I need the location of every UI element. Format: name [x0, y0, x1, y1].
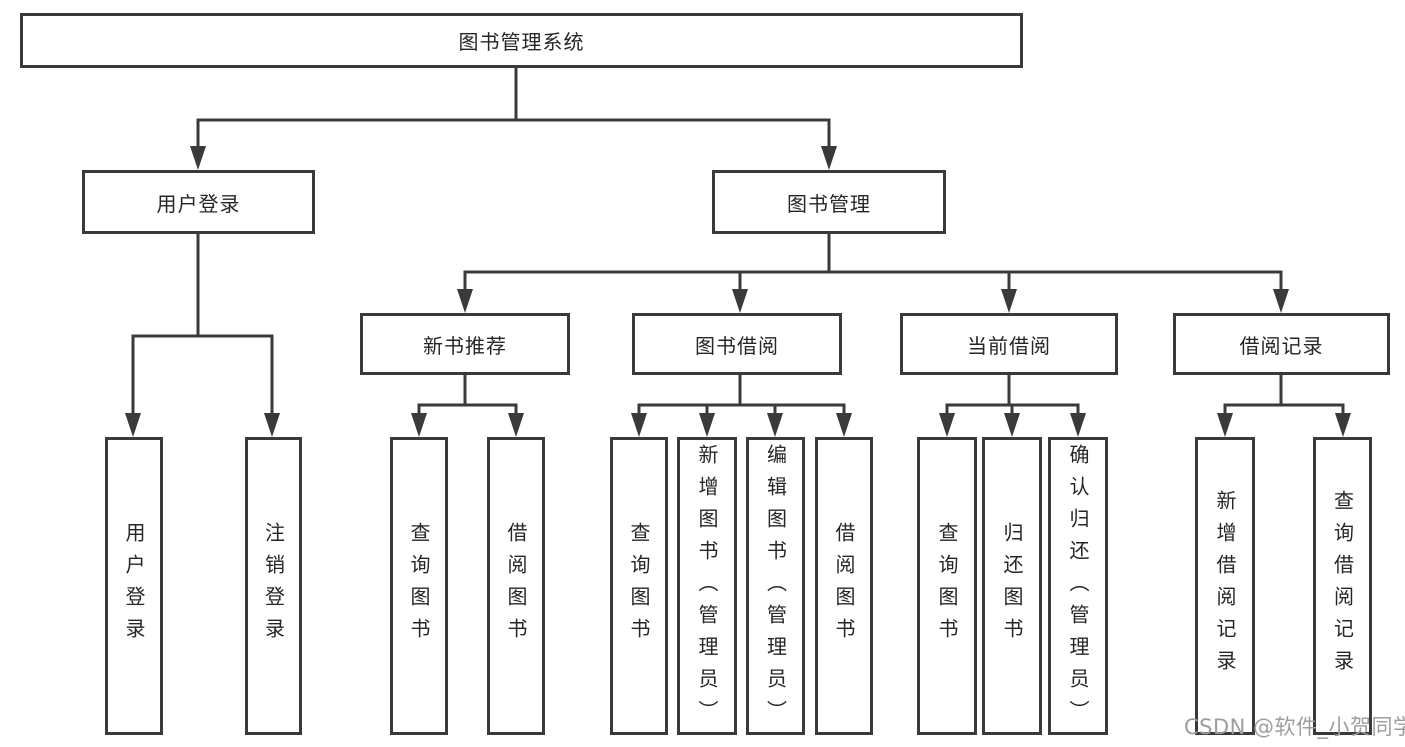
leaf-newbook-query-books: 查询图书 [390, 437, 448, 735]
leaf-newbook-borrow-books: 借阅图书 [487, 437, 545, 735]
node-book-management: 图书管理 [712, 170, 946, 234]
node-current-borrow: 当前借阅 [900, 313, 1118, 375]
leaf-borrow-add-books-admin: 新增图书（管理员） [677, 437, 737, 735]
leaf-borrow-query-books: 查询图书 [610, 437, 668, 735]
leaf-user-login: 用户登录 [105, 437, 163, 735]
leaf-records-add-borrow-record: 新增借阅记录 [1195, 437, 1255, 735]
leaf-logout-login: 注销登录 [245, 437, 302, 735]
leaf-current-return-books: 归还图书 [982, 437, 1042, 735]
leaf-records-query-borrow-record: 查询借阅记录 [1313, 437, 1372, 735]
node-book-borrow: 图书借阅 [632, 313, 842, 375]
leaf-current-confirm-return-admin: 确认归还（管理员） [1048, 437, 1108, 735]
node-user-login: 用户登录 [82, 170, 315, 234]
node-library-management-system: 图书管理系统 [20, 13, 1023, 68]
leaf-current-query-books: 查询图书 [917, 437, 977, 735]
leaf-borrow-borrow-books: 借阅图书 [815, 437, 873, 735]
node-new-book-recommend: 新书推荐 [360, 313, 570, 375]
leaf-borrow-edit-books-admin: 编辑图书（管理员） [746, 437, 805, 735]
node-borrow-records: 借阅记录 [1173, 313, 1390, 375]
csdn-watermark: CSDN @软件_小贺同学 [1184, 715, 1405, 739]
